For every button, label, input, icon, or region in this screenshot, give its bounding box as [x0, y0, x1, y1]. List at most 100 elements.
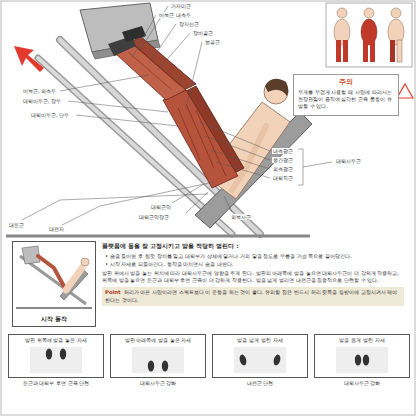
- position-title: 발판 아래쪽에 발을 놓은 자세: [111, 335, 205, 344]
- position-title: 발판 위쪽에 발을 놓은 자세: [9, 335, 103, 344]
- torso: [66, 268, 82, 290]
- warning-triangle: [397, 84, 413, 98]
- position-title: 발을 넓게 벌린 자세: [213, 335, 307, 344]
- leader-line: [224, 196, 232, 212]
- muscle-label: 가자미근: [170, 3, 192, 9]
- figure-leg: [363, 40, 368, 62]
- muscle-label: 중간광근: [272, 157, 294, 163]
- direction-arrow: [14, 46, 44, 72]
- muscle-fibers: [128, 46, 180, 90]
- foot-position-box: 발판 위쪽에 발을 놓은 자세둔근과 대퇴부 후면 근육 단련: [8, 334, 104, 378]
- caution-text: 무게를 무겁게 사용할 때 사람에 따라서는 천장관절이 움직여 심각한 근육 …: [298, 89, 394, 111]
- leader-line: [158, 33, 190, 70]
- leader-line: [150, 24, 176, 62]
- muscle-label: 대둔근: [8, 222, 25, 228]
- figure-inset: [326, 3, 412, 67]
- head: [81, 258, 89, 266]
- muscle-label: 외측광근: [272, 166, 294, 172]
- muscle-label: 내측광근: [272, 148, 294, 154]
- instruction-heading: 플랫폼에 등을 잘 고정시키고 발을 적당히 벌린다 :: [102, 243, 404, 251]
- footprint: [363, 355, 369, 366]
- footprint: [238, 354, 247, 366]
- thigh-muscle: [163, 90, 238, 188]
- leader-line: [186, 42, 202, 108]
- position-effect: 둔근과 대퇴부 후면 근육 단련: [9, 380, 103, 387]
- caution-box: 주의무게를 무겁게 사용할 때 사람에 따라서는 천장관절이 움직여 심각한 근…: [293, 74, 399, 116]
- muscle-label: 대퇴근막장근: [138, 214, 170, 220]
- anatomy-figures: [334, 8, 404, 62]
- instruction-step: • 시작 자세로 되돌아간다. 동작을 마치면서 숨을 내쉰다.: [102, 261, 404, 268]
- muscle-label: 비복근 내측두: [158, 12, 192, 18]
- leader-lines: [22, 6, 332, 225]
- instruction-panel: 플랫폼에 등을 잘 고정시키고 발을 적당히 벌린다 : • 숨을 들이쉰 후 힘…: [100, 242, 406, 307]
- leader-line: [62, 182, 214, 225]
- figure-leg: [336, 40, 341, 62]
- instruction-step: • 숨을 들이쉰 후 힘껏 장치를 밀고 대퇴부가 상체에 닿거나 거의 닿을 …: [102, 253, 404, 260]
- bracket: [298, 149, 303, 185]
- muscle-label: 대퇴근막: [150, 204, 172, 210]
- muscle-label: 대퇴직근: [272, 175, 294, 181]
- panel-caption: 시작 동작: [13, 315, 95, 326]
- muscle-fibers: [178, 104, 226, 176]
- platform-area: [132, 347, 184, 373]
- leader-line: [216, 162, 270, 178]
- caution-heading: 주의: [298, 78, 394, 89]
- foot-icons: [30, 347, 388, 373]
- leader-line: [205, 136, 270, 160]
- figure-leg: [397, 40, 402, 62]
- leader-line: [68, 101, 168, 112]
- foot-position-box: 발을 넓게 벌린 자세내전근 단련: [212, 334, 308, 378]
- platform-area: [336, 347, 388, 373]
- figure-head: [337, 8, 347, 18]
- point-label: Point: [105, 289, 121, 295]
- machine-base: [6, 235, 310, 238]
- figure-head: [391, 8, 401, 18]
- footprint: [355, 355, 361, 366]
- footprint: [60, 349, 66, 360]
- start-position-panel: 시작 동작: [12, 241, 96, 327]
- muscle-label: 장지신근: [178, 21, 200, 27]
- instruction-note: 발판 위에서 발을 놓는 위치에 따라 대퇴사두근에 영향을 주게 된다. 발판…: [102, 270, 404, 284]
- leader-line: [132, 15, 156, 58]
- muscle-label: 대퇴사두근: [335, 158, 362, 164]
- muscle-label: 대전자: [48, 226, 65, 232]
- start-position-drawing: [16, 246, 92, 308]
- figure-leg: [343, 40, 348, 62]
- leader-line: [210, 150, 270, 169]
- leader-line: [303, 162, 332, 167]
- muscle-label: 외복사근: [230, 214, 252, 220]
- leader-line: [60, 75, 148, 91]
- footprint: [272, 354, 281, 366]
- point-box: Point허리가 아픈 사람이라면 스쿼트보다 이 운동을 하는 것이 좋다. …: [102, 287, 404, 305]
- position-effect: 대퇴사두근 강화: [315, 380, 409, 387]
- leader-line: [76, 115, 178, 126]
- leg: [38, 256, 66, 290]
- muscle-label: 대퇴이두근, 장두: [22, 98, 62, 104]
- machine-base: [16, 307, 92, 309]
- platform-area: [234, 347, 286, 373]
- figure-leg: [390, 40, 395, 62]
- platform-area: [30, 347, 82, 373]
- leader-line: [186, 192, 208, 213]
- foot-position-box: 발을 좁게 벌린 자세대퇴사두근 강화: [314, 334, 410, 378]
- position-title: 발을 좁게 벌린 자세: [315, 335, 409, 344]
- point-text: 허리가 아픈 사람이라면 스쿼트보다 이 운동을 하는 것이 좋다. 유의할 점…: [105, 289, 397, 302]
- leader-line: [200, 122, 270, 151]
- figure-leg: [370, 40, 375, 62]
- muscle-label: 봉공근: [204, 39, 221, 45]
- footprint: [46, 349, 52, 360]
- hair: [265, 79, 288, 96]
- footprint: [162, 361, 168, 372]
- position-effect: 내전근 단련: [213, 380, 307, 387]
- figure-head: [364, 8, 374, 18]
- muscle-label: 장비골근: [192, 30, 214, 36]
- muscle-label: 대퇴이두근, 단두: [30, 112, 70, 118]
- footprint: [148, 361, 154, 372]
- muscle-label: 비복근, 외측두: [22, 88, 57, 94]
- foot-position-box: 발판 아래쪽에 발을 놓은 자세대퇴사두근 강화: [110, 334, 206, 378]
- calf-muscle: [116, 42, 186, 100]
